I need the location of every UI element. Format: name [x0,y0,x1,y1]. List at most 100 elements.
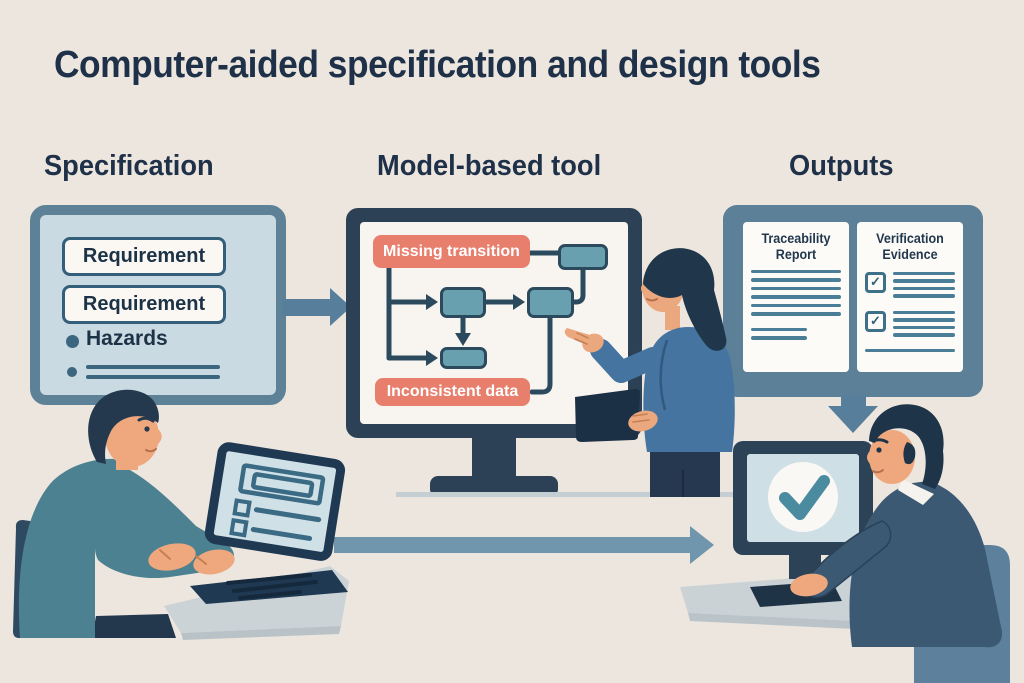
page-title: Computer-aided specification and design … [54,44,821,86]
ui-wireframe-box [238,463,326,506]
text-line [893,310,955,315]
error-chip-inconsistent-data: Inconsistent data [375,378,530,406]
text-line [751,286,841,291]
finger-line [632,413,648,417]
desk-edge [181,626,341,640]
text-line [893,294,955,298]
finger-line [576,332,589,339]
laptop-screen [204,442,346,561]
arrowhead-icon [426,294,438,310]
success-check-icon [779,475,830,520]
arrowhead-icon [455,333,471,346]
requirement-box-1: Requirement [62,237,226,276]
person-mouth [646,298,658,302]
monitor-stand-base [430,476,558,497]
connector-line [570,267,586,305]
column-header-model-tool: Model-based tool [377,150,602,182]
text-line [751,303,841,308]
person-suit [849,481,1003,648]
person-nose [641,282,649,296]
desk-edge [688,613,856,629]
text-line [751,312,841,316]
ui-wireframe-line [250,527,313,541]
person-legs [92,614,176,638]
person-eyebrow [137,416,155,423]
text-line [893,271,955,276]
finger-line [632,419,650,423]
text-line [893,325,955,330]
checkbox-icon: ✓ [865,271,886,293]
text-line [893,279,955,283]
arrow-down-head-icon [828,406,878,433]
person-hair [88,389,159,464]
person-nose [867,450,876,465]
flow-node [440,347,487,369]
pointing-finger [564,328,594,346]
arrow-right-icon [282,299,330,316]
flowchart-connectors [386,250,586,395]
person-eye [876,447,882,453]
person-pointing-arm [590,339,664,383]
tablet [575,389,640,442]
person-sweater [643,327,735,452]
person-neck [665,306,680,330]
document-title: Traceability Report [761,231,831,262]
keyboard-keys [226,573,312,585]
keyboard-keys [238,590,302,600]
text-line [86,375,220,379]
text-line [751,327,807,332]
monitor-stand-neck [472,436,516,480]
text-line [893,286,955,291]
text-line [865,348,955,353]
person-nose [153,428,162,444]
finger-line [574,338,588,345]
text-line [751,336,807,340]
text-line [893,333,955,337]
person-eye [144,426,150,432]
person-presenter-group [564,248,735,497]
arrowhead-icon [426,350,438,366]
arrow-right-head-icon [330,288,351,326]
person-hair [643,248,727,351]
sleeve-seam [659,339,669,411]
text-line [751,278,841,282]
person-hand [193,549,235,575]
text-line [751,295,841,299]
text-line [893,318,955,322]
ui-wireframe-box [251,472,315,498]
ui-wireframe-checkbox [229,518,249,538]
person-author-group [13,389,349,640]
person-sweater [18,458,235,638]
ui-wireframe-line [253,507,322,523]
person-sideburn [903,442,916,465]
person-mouth [145,448,157,453]
document-title: Verification Evidence [876,231,944,262]
arrow-right-icon [334,537,692,553]
checkbox-icon: ✓ [865,310,886,332]
person-hand [790,573,828,597]
ui-wireframe-checkbox [232,498,252,518]
arrow-down-icon [841,395,866,407]
hazards-label: Hazards [86,327,168,350]
person-reviewer-group [680,404,1010,683]
flow-node [527,287,574,318]
person-front-arm [664,332,697,414]
document-traceability-report: Traceability Report [743,222,849,372]
column-header-outputs: Outputs [789,150,894,182]
requirement-box-2: Requirement [62,285,226,324]
finger-line [159,549,171,560]
bullet-icon [67,367,77,377]
bullet-icon [66,335,79,348]
person-hair [869,404,944,489]
keyboard-keys [232,580,318,593]
arrowhead-icon [513,294,525,310]
document-verification-evidence: Verification Evidence ✓ ✓ [857,222,963,372]
person-eye [649,279,655,285]
person-legs [650,445,720,497]
check-circle [768,462,838,532]
person-eyebrow [871,438,889,444]
finger-line [195,555,207,565]
person-eyebrow [645,271,661,276]
text-line [751,269,841,274]
